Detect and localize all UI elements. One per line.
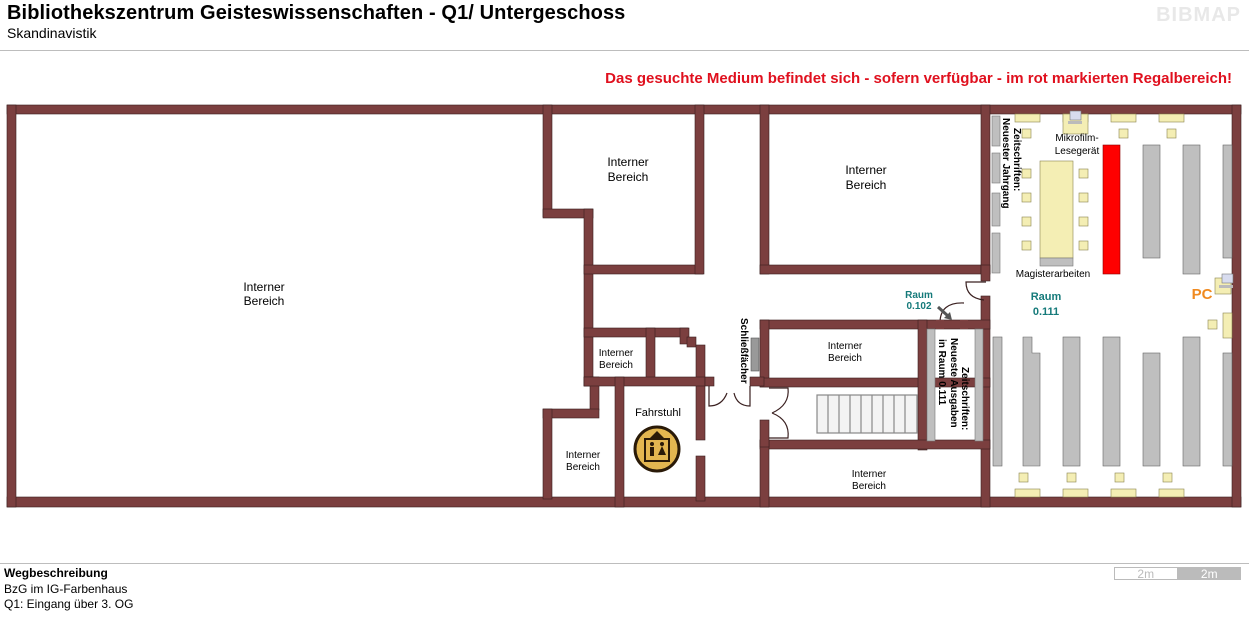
room-label: Interner [845,163,886,177]
room-label: Bereich [244,294,285,308]
lockers [750,337,760,372]
lockers-label: Schließfächer [738,318,749,384]
footer: Wegbeschreibung BzG im IG-Farbenhaus Q1:… [0,563,1249,619]
route-line: Q1: Eingang über 3. OG [4,597,134,611]
route-title: Wegbeschreibung [4,566,108,580]
room-label: Interner [852,469,887,480]
walls [6,104,1242,508]
header: Bibliothekszentrum Geisteswissenschaften… [0,0,1249,51]
microfilm-label: Lesegerät [1055,146,1100,157]
journals-latest-label: in Raum 0.111 [936,339,947,406]
computer-icon [1068,110,1082,124]
room-number-0102: 0.102 [906,301,931,312]
room-label: Interner [828,341,863,352]
journals-current-label: Neuester Jahrgang [1000,118,1011,209]
journals-current-label: Zeitschriften: [1011,128,1022,191]
room-label: Bereich [608,170,649,184]
room-label-0111: Raum [1031,291,1062,303]
room-label: Interner [243,280,284,294]
room-label: Bereich [599,360,633,371]
scale-segment: 2m [1114,567,1178,581]
route-line: BzG im IG-Farbenhaus [4,582,128,596]
elevator-icon [633,425,681,473]
theses-label: Magisterarbeiten [1016,269,1090,280]
microfilm-label: Mikrofilm- [1055,133,1098,144]
doors [708,281,986,439]
reading-room: Neuester Jahrgang Zeitschriften: [991,110,1234,498]
elevator-label: Fahrstuhl [635,407,681,419]
scale-bar: 2m 2m [1114,567,1241,581]
shelf [926,328,936,442]
page-title: Bibliothekszentrum Geisteswissenschaften… [7,2,626,24]
shelf [974,328,984,442]
room-number-0111: 0.111 [1033,306,1059,318]
journals-latest-label: Neueste Ausgaben [948,338,959,428]
room-label: Bereich [828,353,862,364]
room-label: Interner [566,450,601,461]
computer-icon [1219,273,1234,288]
highlighted-shelf[interactable] [1102,144,1121,275]
page-subtitle: Skandinavistik [7,25,97,41]
room-label: Interner [607,155,648,169]
scale-segment: 2m [1177,567,1241,581]
room-label: Bereich [566,462,600,473]
arrow-icon [936,305,952,320]
room-label: Interner [599,348,634,359]
room-label-0102: Raum [905,290,933,301]
journals-latest-label: Zeitschriften: [959,367,970,430]
stairs [816,394,918,434]
pc-label: PC [1192,286,1213,303]
room-label: Bereich [846,178,887,192]
room-label: Bereich [852,481,886,492]
location-notice: Das gesuchte Medium befindet sich - sofe… [605,70,1232,87]
bibmap-logo: BIBMAP [1156,4,1241,26]
